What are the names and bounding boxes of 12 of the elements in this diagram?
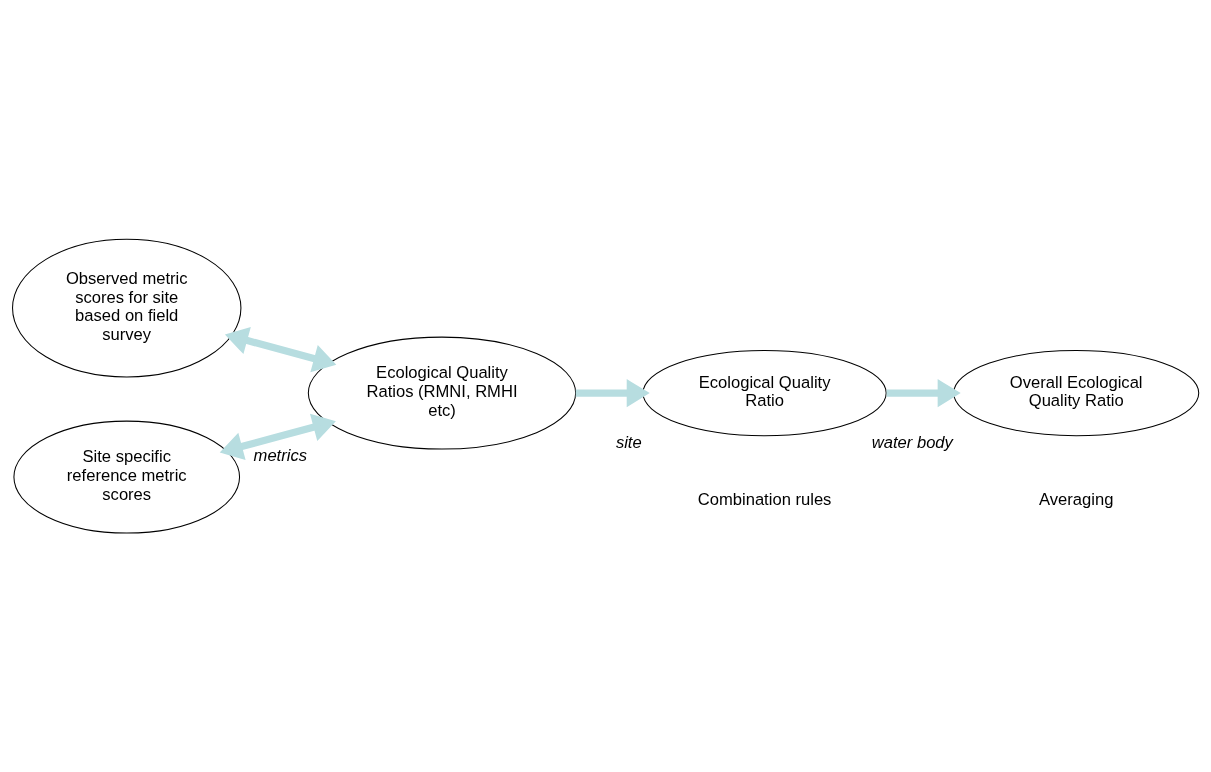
node-label: metrics — [253, 446, 307, 466]
node-ellipse: Site specific reference metric scores — [13, 420, 241, 534]
arrow — [886, 379, 961, 408]
node-ellipse: Overall Ecological Quality Ratio — [953, 350, 1200, 437]
label: Averaging — [1039, 489, 1114, 509]
node-label: site — [615, 432, 642, 452]
node-ellipse: Ecological Quality Ratio — [642, 350, 887, 437]
arrow — [224, 326, 337, 373]
label: Combination rules — [697, 489, 832, 509]
node-ellipse: Observed metric scores for site based on field survey — [12, 238, 242, 378]
arrow — [219, 413, 336, 461]
arrow — [575, 379, 650, 408]
